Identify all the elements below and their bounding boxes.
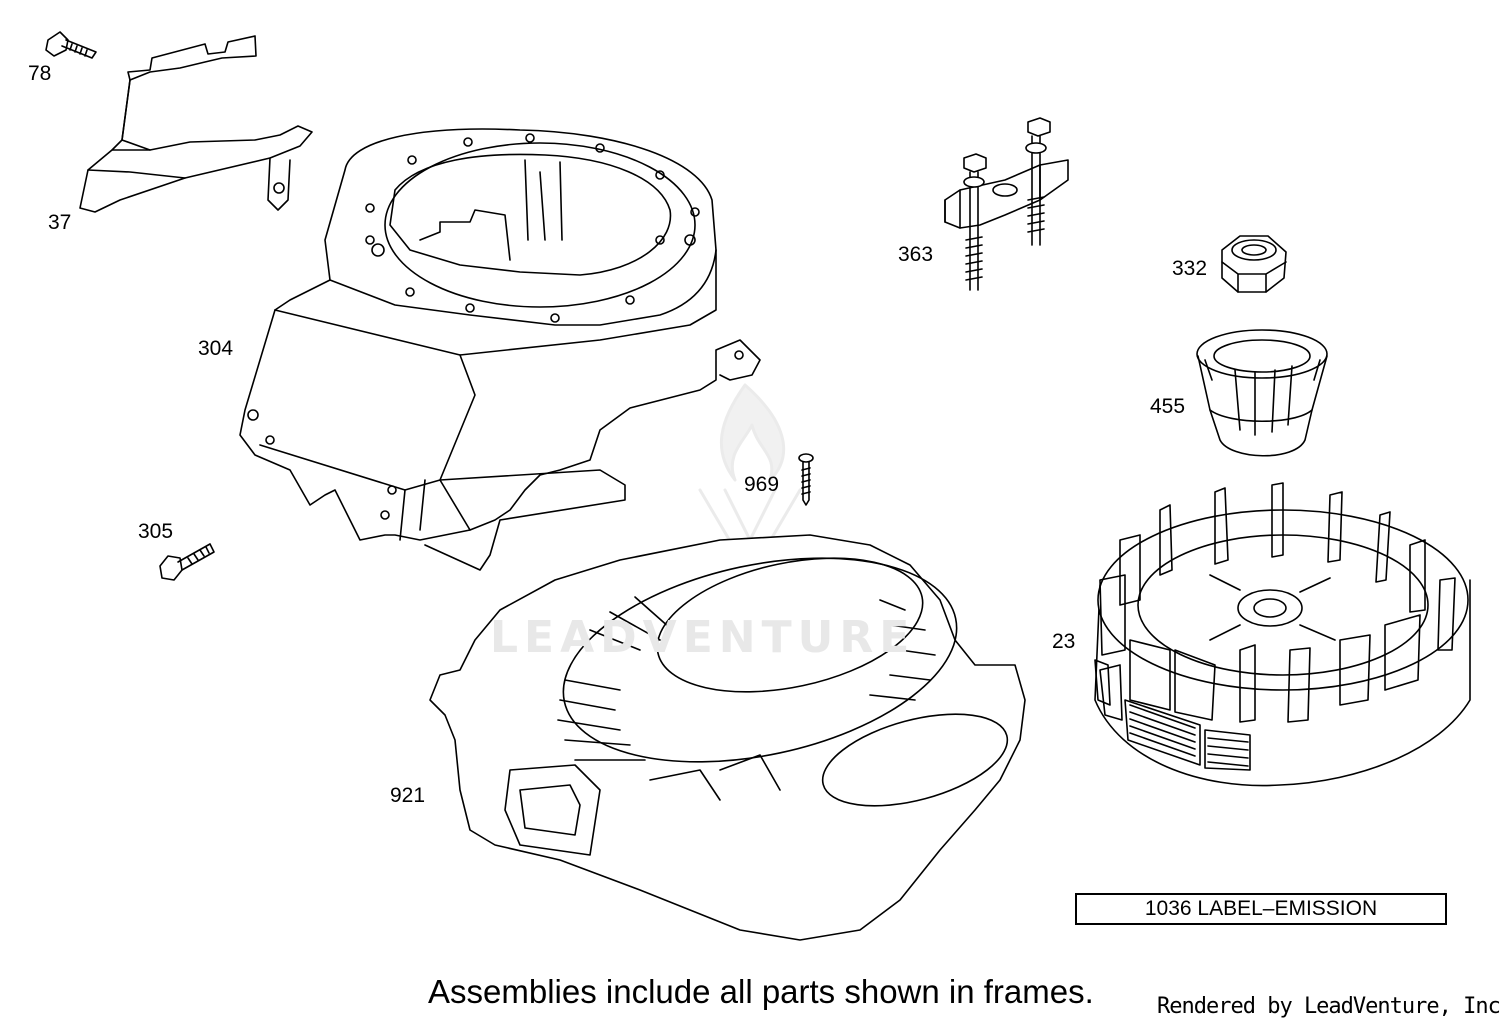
part-23-flywheel	[1094, 482, 1471, 787]
part-363-bracket	[944, 117, 1069, 291]
callout-304: 304	[198, 337, 234, 360]
callout-78: 78	[28, 62, 52, 85]
callout-921: 921	[390, 784, 426, 807]
part-921-starter-cover	[429, 534, 1026, 941]
callout-455: 455	[1150, 395, 1186, 418]
part-969-screw	[798, 453, 814, 506]
part-37-deflector	[79, 35, 313, 213]
watermark-text: LEADVENTURE	[490, 612, 916, 663]
callout-23: 23	[1052, 630, 1076, 653]
rendered-by-credit: Rendered by LeadVenture, Inc.	[1157, 994, 1500, 1019]
callout-363: 363	[898, 243, 934, 266]
callout-37: 37	[48, 211, 72, 234]
part-455-cup	[1196, 329, 1328, 457]
part-304-blower-housing	[239, 128, 761, 571]
callout-332: 332	[1172, 257, 1208, 280]
part-78-bolt	[45, 31, 97, 59]
emission-label-frame: 1036 LABEL–EMISSION	[1075, 893, 1447, 925]
callout-969: 969	[744, 473, 780, 496]
part-332-nut	[1221, 235, 1287, 293]
assemblies-note: Assemblies include all parts shown in fr…	[428, 973, 1094, 1010]
part-305-bolt	[159, 543, 215, 581]
callout-305: 305	[138, 520, 174, 543]
